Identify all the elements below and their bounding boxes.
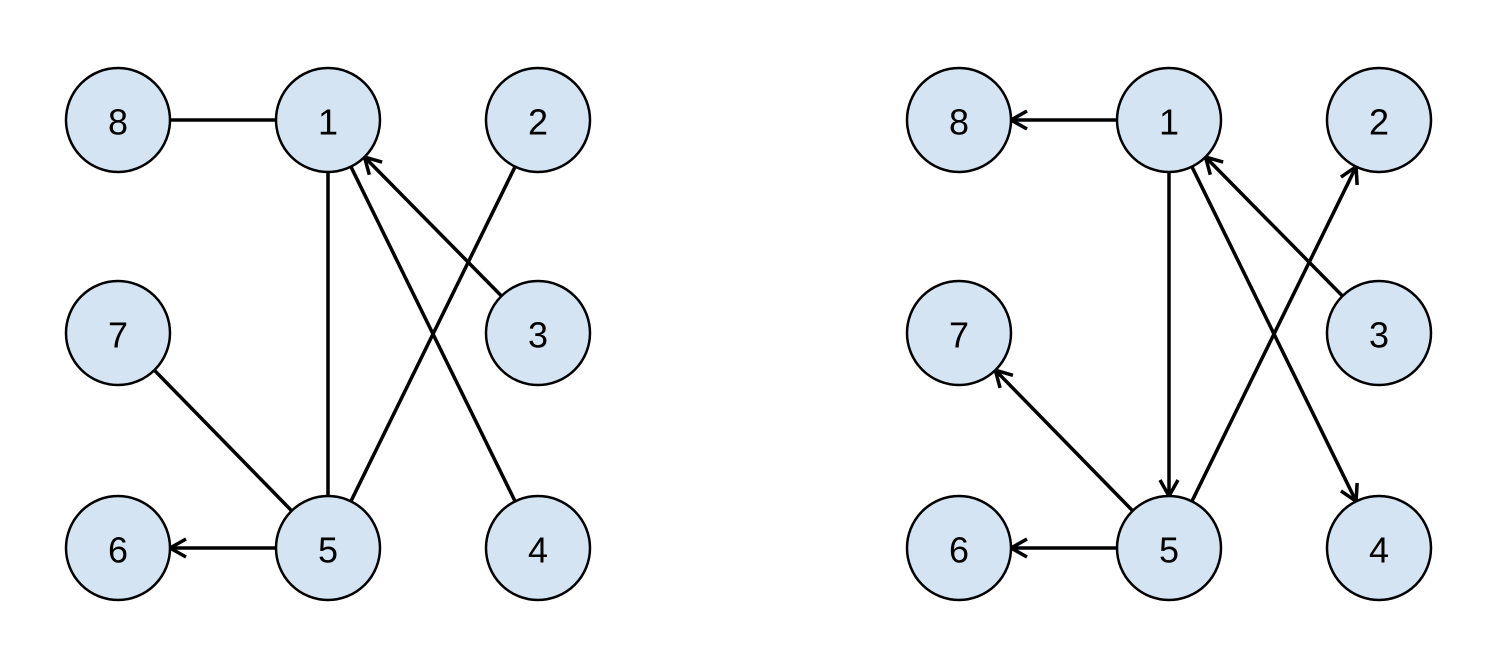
node-5: 5 xyxy=(274,494,382,602)
node-7: 7 xyxy=(905,279,1013,387)
node-label: 7 xyxy=(108,315,128,356)
node-label: 8 xyxy=(108,102,128,143)
arrow-3-1 xyxy=(363,155,503,298)
node-8: 8 xyxy=(64,66,172,174)
node-4: 4 xyxy=(484,494,592,602)
node-1: 1 xyxy=(1115,66,1223,174)
node-3: 3 xyxy=(484,279,592,387)
node-2: 2 xyxy=(1325,66,1433,174)
node-label: 6 xyxy=(108,530,128,571)
node-label: 1 xyxy=(1159,102,1179,143)
arrow-5-7 xyxy=(994,368,1134,513)
edge-7-5 xyxy=(153,368,293,513)
node-circle xyxy=(64,279,172,387)
node-5: 5 xyxy=(1115,494,1223,602)
node-label: 4 xyxy=(1369,530,1389,571)
node-circle xyxy=(64,494,172,602)
node-label: 3 xyxy=(1369,315,1389,356)
node-7: 7 xyxy=(64,279,172,387)
line-2-5 xyxy=(349,165,517,503)
node-label: 2 xyxy=(1369,102,1389,143)
node-label: 4 xyxy=(528,530,548,571)
line-7-5 xyxy=(153,368,293,513)
node-8: 8 xyxy=(905,66,1013,174)
directed-graph: 8 1 2 7 3 6 5 4 xyxy=(905,66,1433,602)
node-3: 3 xyxy=(1325,279,1433,387)
node-2: 2 xyxy=(484,66,592,174)
node-label: 8 xyxy=(949,102,969,143)
edge-1-5 xyxy=(1158,172,1180,500)
node-label: 6 xyxy=(949,530,969,571)
arrow-5-2 xyxy=(1190,165,1358,503)
node-circle xyxy=(905,494,1013,602)
node-circle xyxy=(905,66,1013,174)
node-circle xyxy=(905,279,1013,387)
node-label: 5 xyxy=(318,530,338,571)
arrow-3-1 xyxy=(1204,155,1344,298)
edge-layer xyxy=(153,118,517,559)
node-circle xyxy=(1325,494,1433,602)
edge-5-7 xyxy=(992,367,1134,513)
node-circle xyxy=(1325,66,1433,174)
node-label: 5 xyxy=(1159,530,1179,571)
edge-5-6 xyxy=(166,537,276,559)
node-label: 2 xyxy=(528,102,548,143)
edge-3-1 xyxy=(362,154,503,298)
node-circle xyxy=(1115,494,1223,602)
edge-layer xyxy=(992,109,1359,559)
edge-2-5 xyxy=(349,165,517,503)
node-6: 6 xyxy=(64,494,172,602)
node-circle xyxy=(1115,66,1223,174)
node-circle xyxy=(484,66,592,174)
node-label: 3 xyxy=(528,315,548,356)
node-label: 7 xyxy=(949,315,969,356)
node-circle xyxy=(274,494,382,602)
undirected-mixed-graph: 8 1 2 7 3 6 5 4 xyxy=(64,66,592,602)
node-6: 6 xyxy=(905,494,1013,602)
node-circle xyxy=(1325,279,1433,387)
node-4: 4 xyxy=(1325,494,1433,602)
node-1: 1 xyxy=(274,66,382,174)
node-circle xyxy=(484,494,592,602)
edge-1-8 xyxy=(1007,109,1117,131)
edge-3-1 xyxy=(1203,154,1344,298)
node-label: 1 xyxy=(318,102,338,143)
node-circle xyxy=(484,279,592,387)
edge-5-6 xyxy=(1007,537,1117,559)
node-circle xyxy=(274,66,382,174)
node-circle xyxy=(64,66,172,174)
